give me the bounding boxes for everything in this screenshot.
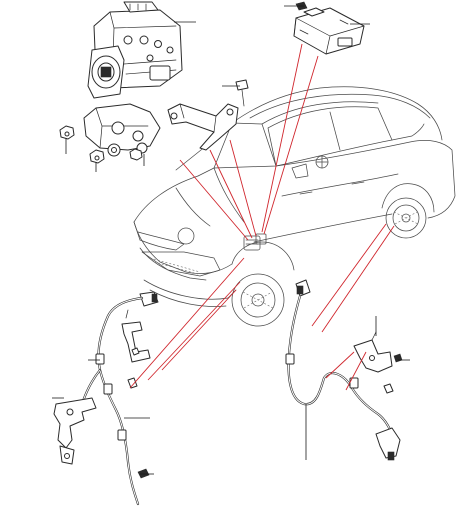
callout-line-front-3 [161,289,237,371]
callout-line-rear-1 [311,223,387,327]
abs-modulator-unit [87,1,183,99]
restraints-control-module [293,1,365,55]
front-left-wheel-speed-sensor [53,291,159,506]
callout-line-rear-3 [325,351,355,379]
callout-line-front-2 [147,281,241,381]
callout-line-abs-1 [179,159,249,241]
callout-line-rear-2 [321,225,395,333]
callout-line-rear-4 [345,351,367,391]
callout-line-abs-3 [229,139,257,237]
leader-lines [52,5,410,475]
callout-line-front-1 [129,257,245,389]
rear-wheel-speed-sensor [285,279,403,461]
callout-line-rcm-1 [261,43,303,233]
callout-line-rcm-2 [263,55,319,235]
callout-lines [129,43,395,391]
mounting-bracket [59,79,249,164]
vehicle-body [133,86,456,327]
callout-line-abs-2 [209,149,253,239]
